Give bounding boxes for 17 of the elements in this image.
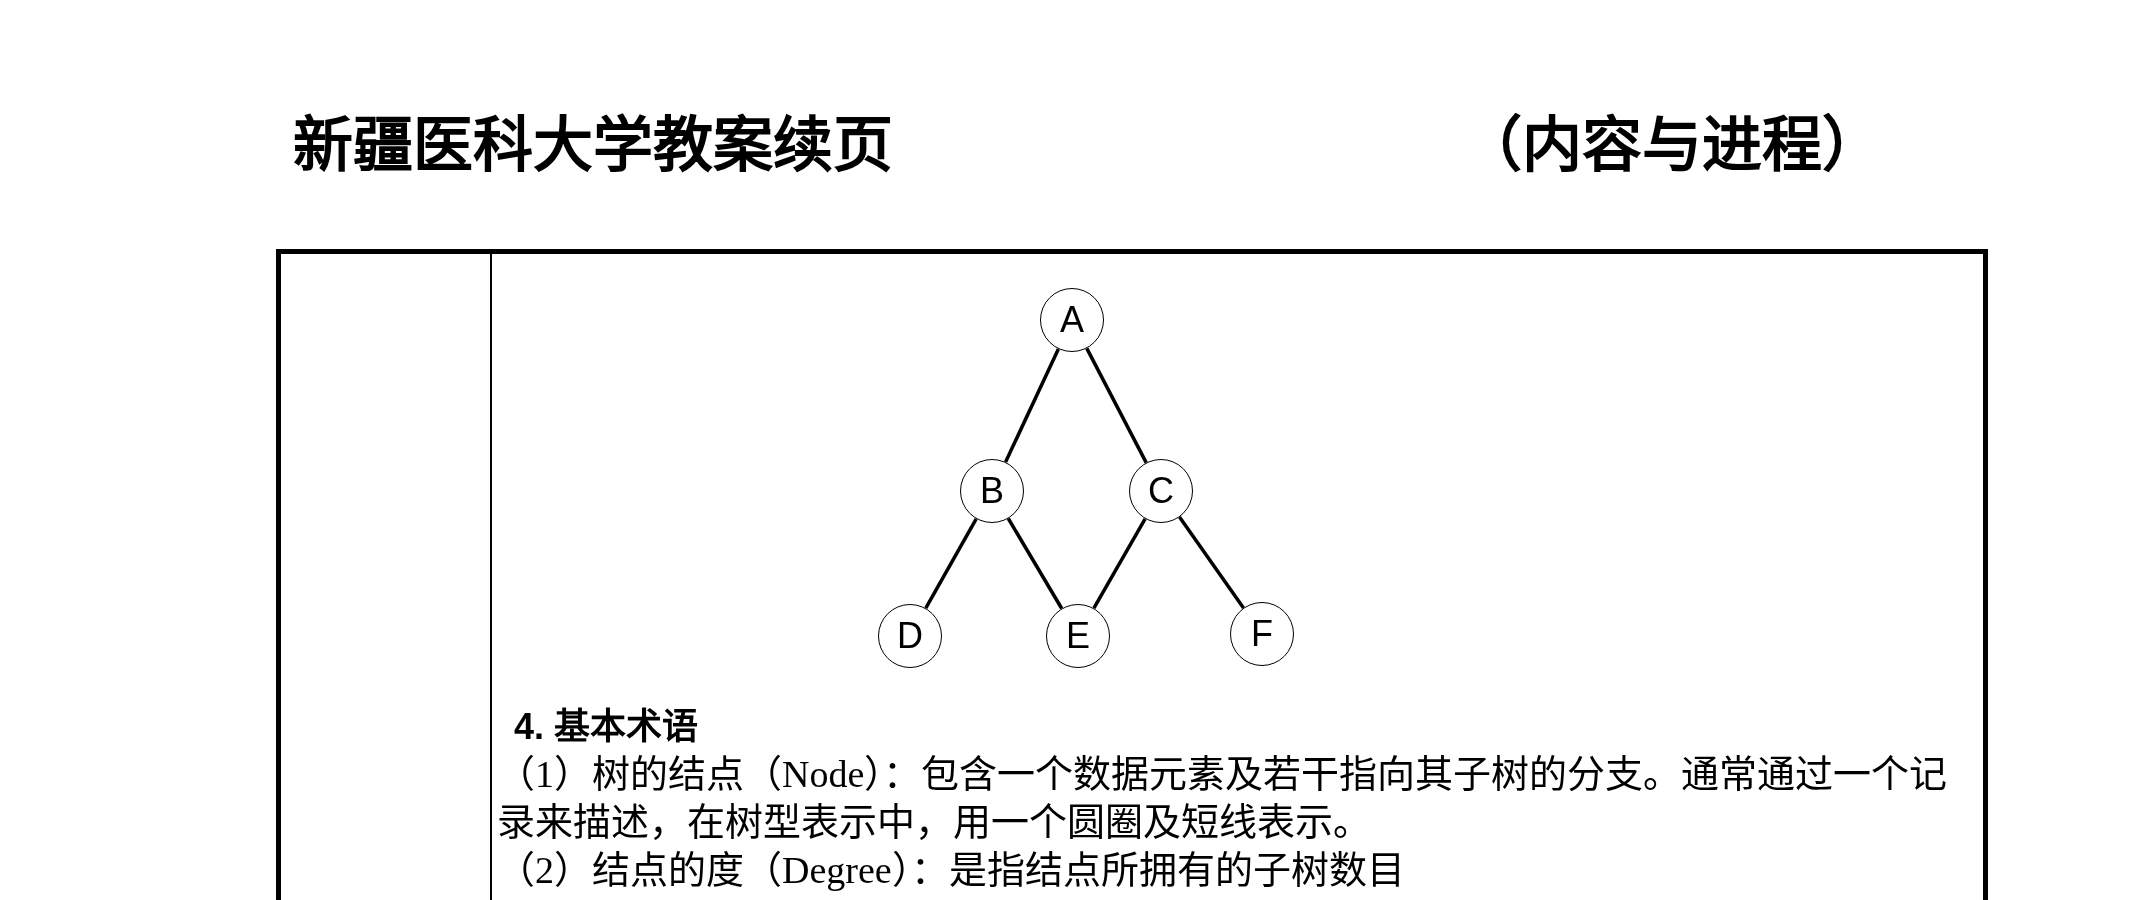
connector-line bbox=[1006, 517, 1064, 610]
connector-line bbox=[1092, 517, 1147, 610]
node-label: D bbox=[897, 616, 923, 656]
connector-line bbox=[1178, 516, 1245, 609]
connector-line bbox=[1004, 348, 1060, 463]
node-label: B bbox=[980, 471, 1004, 511]
paragraph: （1）树的结点（Node）：包含一个数据元素及若干指向其子树的分支。通常通过一个记录来描述，在树型表示中，用一个圆圈及短线表示。 bbox=[497, 752, 1949, 845]
paragraph: （2）结点的度（Degree）：是指结点所拥有的子树数目 bbox=[497, 848, 1406, 893]
connector-line bbox=[1085, 347, 1148, 464]
section-heading: 4. 基本术语 bbox=[514, 705, 699, 749]
connector-line bbox=[924, 518, 978, 609]
node-label: A bbox=[1060, 300, 1084, 340]
node-label: E bbox=[1066, 616, 1090, 656]
node-label: F bbox=[1251, 614, 1273, 654]
page-title: 新疆医科大学教案续页 bbox=[293, 111, 893, 181]
node-label: C bbox=[1148, 471, 1174, 511]
page-subtitle: （内容与进程） bbox=[1462, 111, 1882, 181]
